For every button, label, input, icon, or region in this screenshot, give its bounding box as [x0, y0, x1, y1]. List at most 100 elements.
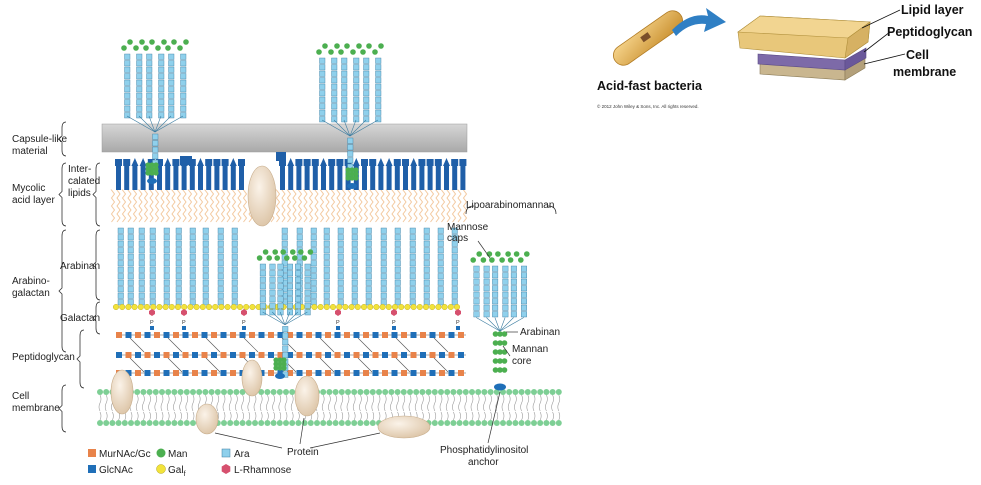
arabinose-unit	[259, 296, 266, 303]
phospholipid-tail	[558, 411, 561, 421]
phospholipid-head	[537, 389, 544, 395]
lipid-tail	[165, 189, 171, 223]
peptidoglycan-unit	[239, 332, 246, 338]
arabinose-unit	[319, 109, 326, 116]
phospholipid-head	[332, 389, 339, 395]
peptidoglycan-unit	[287, 352, 293, 358]
arabinose-unit	[310, 253, 317, 260]
arabinose-unit	[296, 240, 303, 247]
mannose-cap	[280, 249, 287, 255]
arabinose-unit	[158, 79, 165, 86]
mannose-cap	[366, 43, 372, 49]
phospholipid-head	[438, 389, 444, 395]
arabinose-unit	[124, 79, 131, 86]
galactose-unit	[212, 304, 219, 311]
arabinose-unit	[323, 247, 330, 254]
arabinose-unit	[473, 272, 480, 279]
phospholipid-head	[338, 389, 345, 395]
arabinose-unit	[168, 112, 175, 119]
mannose-unit	[153, 162, 159, 168]
phospholipid-head	[469, 389, 475, 395]
peptidoglycan-unit	[391, 370, 398, 376]
mannose-cap	[266, 255, 273, 261]
mannan-core-label-2: core	[512, 356, 532, 367]
phosphate-label: P	[182, 320, 186, 326]
peptidoglycan-unit	[296, 370, 303, 376]
arabinose-unit	[323, 273, 330, 280]
arabinose-unit	[319, 77, 326, 84]
arabinose-unit	[189, 240, 196, 247]
arabinose-unit	[409, 279, 416, 286]
mycolic-acid-head	[296, 166, 302, 190]
rhamnose-unit	[181, 309, 187, 316]
phospholipid-head	[351, 389, 358, 395]
arabinose-unit	[277, 283, 284, 290]
phospholipid-tail	[192, 411, 195, 421]
phospholipid-tail	[515, 411, 517, 421]
arabinose-unit	[310, 260, 317, 267]
arabinose-unit	[365, 253, 372, 260]
lipid-tail	[127, 189, 132, 223]
mycolic-acid-head	[460, 166, 466, 190]
phospholipid-head	[103, 389, 110, 395]
phospholipid-tail	[185, 394, 189, 412]
peptidoglycan-unit	[258, 352, 265, 358]
arabinose-unit	[331, 103, 338, 110]
mannose-cap	[489, 257, 495, 263]
mannan-core-unit	[492, 340, 499, 346]
phospholipid-tail	[272, 394, 275, 412]
arabinose-unit	[149, 292, 156, 299]
arabinose-unit	[323, 279, 330, 286]
arabinose-unit	[277, 270, 284, 277]
lipid-tail	[424, 189, 429, 223]
arabinose-unit	[136, 79, 143, 86]
mannose-unit	[149, 170, 155, 176]
phospholipid-tail	[347, 411, 350, 421]
arabinose-unit	[127, 299, 134, 306]
arabinose-unit	[365, 247, 372, 254]
lipid-tail	[385, 189, 391, 223]
arabinose-unit	[337, 260, 344, 267]
arabinose-unit	[163, 260, 170, 267]
mycolic-acid-head	[198, 166, 203, 190]
phospholipid-tail	[464, 394, 468, 412]
arabinose-unit	[231, 240, 238, 247]
phospholipid-head	[295, 420, 302, 426]
peptidoglycan-unit	[372, 352, 379, 358]
arabinose-unit	[510, 311, 517, 318]
arabinose-unit	[423, 234, 430, 241]
mannose-cap	[292, 255, 298, 261]
arabinose-unit	[117, 253, 124, 260]
arabinose-unit	[437, 253, 444, 260]
phospholipid-tail	[154, 394, 158, 412]
phospholipid-tail	[378, 411, 381, 421]
phospholipid-tail	[458, 394, 461, 412]
phospholipid-tail	[130, 411, 133, 421]
phospholipid-tail	[439, 394, 443, 412]
phospholipid-tail	[322, 411, 325, 421]
arabinose-unit	[277, 289, 284, 296]
mycolic-acid-head	[411, 166, 417, 190]
arabinose-unit	[409, 260, 416, 267]
peptidoglycan-unit	[325, 332, 331, 338]
peptidoglycan-unit	[173, 352, 179, 358]
galactose-unit	[330, 304, 337, 311]
peptidoglycan-unit	[182, 332, 189, 338]
arabinose-unit	[483, 272, 490, 279]
phospholipid-head	[543, 389, 550, 395]
mannan-core-unit	[501, 331, 508, 337]
arabinose-unit	[437, 273, 444, 280]
arabinose-unit	[168, 73, 175, 80]
arabinose-unit	[175, 227, 182, 234]
lipid-tail	[396, 189, 402, 223]
mannose-cap	[284, 255, 290, 261]
peptidoglycan-unit	[125, 332, 132, 338]
arabinose-unit	[331, 96, 338, 103]
arabinose-unit	[437, 227, 444, 234]
phospholipid-tail	[223, 411, 226, 421]
arabinose-unit	[310, 279, 317, 286]
peptidoglycan-unit	[135, 332, 141, 338]
phospholipid-tail	[273, 411, 275, 421]
arabinose-unit	[163, 292, 170, 299]
arabinose-unit	[304, 289, 311, 296]
